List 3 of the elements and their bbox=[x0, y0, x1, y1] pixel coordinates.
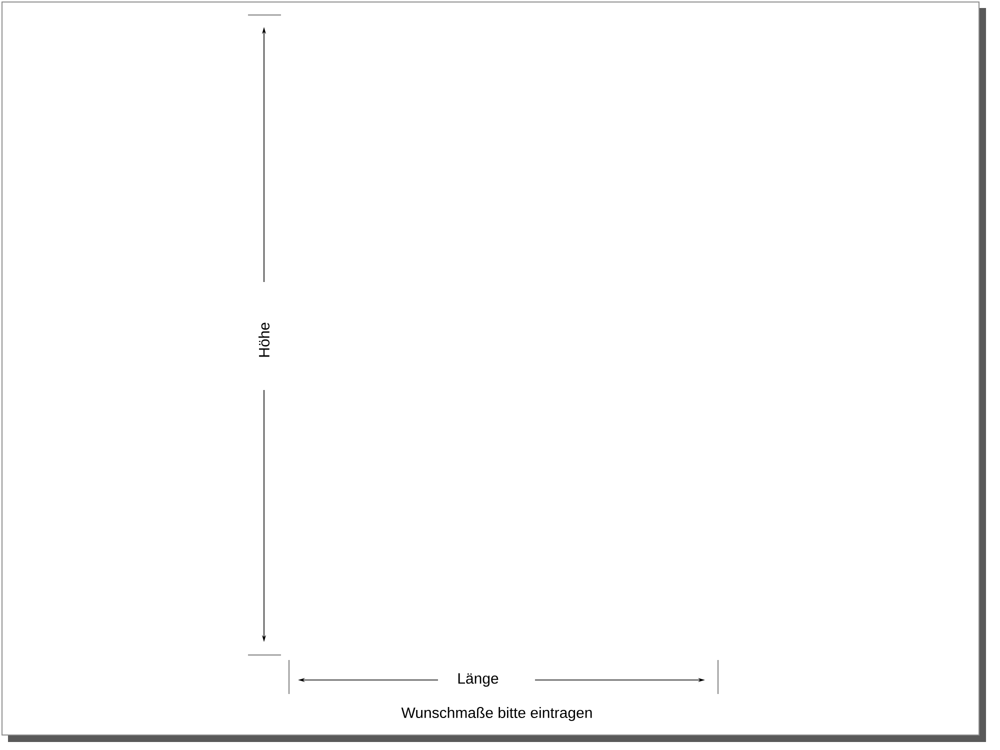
dimension-label: Länge bbox=[458, 673, 498, 687]
dimension-label: Höhe bbox=[258, 322, 270, 357]
note-text: Wunschmaße bitte eintragen bbox=[401, 707, 592, 721]
